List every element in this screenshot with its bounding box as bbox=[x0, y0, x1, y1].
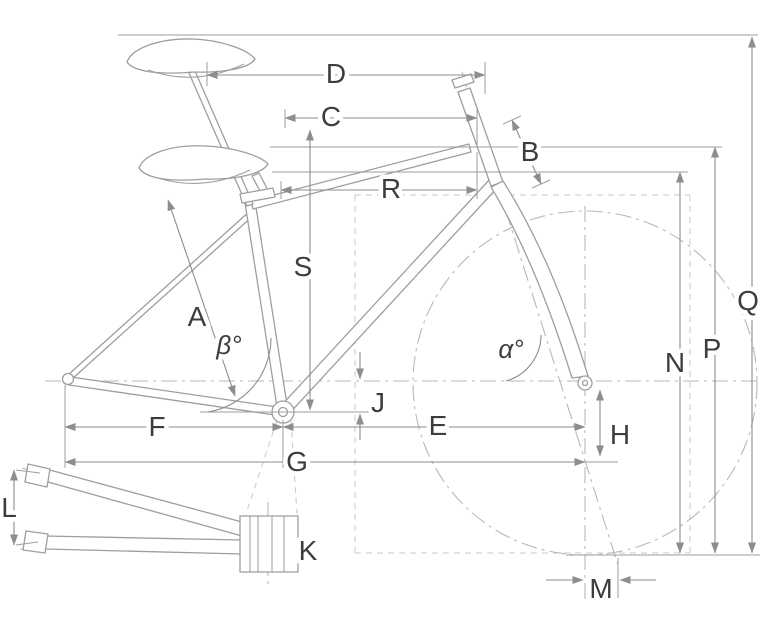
label-L: L bbox=[1, 492, 17, 523]
angle-alpha: α° bbox=[494, 330, 542, 382]
construction-dashed-lines bbox=[245, 194, 691, 554]
detail-chainstay-lower bbox=[43, 535, 243, 555]
head-tube bbox=[457, 87, 504, 187]
handlebar-rails bbox=[157, 169, 251, 184]
label-E: E bbox=[429, 410, 448, 441]
label-B: B bbox=[521, 136, 540, 167]
label-H: H bbox=[610, 419, 630, 450]
chainstay bbox=[68, 376, 285, 417]
dimension-C: C bbox=[284, 97, 478, 137]
dimension-H: H bbox=[596, 389, 635, 457]
detail-leader-left bbox=[245, 419, 278, 515]
dimension-J: J bbox=[356, 352, 390, 440]
bb-shell-block bbox=[239, 515, 299, 573]
dimension-S: S bbox=[289, 129, 317, 411]
dimension-P: P bbox=[698, 146, 726, 554]
label-C: C bbox=[321, 101, 341, 132]
alpha-arc bbox=[505, 334, 542, 382]
dimension-M: M bbox=[546, 569, 656, 609]
dimension-K: K bbox=[294, 531, 322, 571]
dimension-F: F bbox=[64, 407, 284, 447]
dimension-N: N bbox=[660, 171, 690, 554]
extension-lines bbox=[15, 34, 758, 598]
dim-l-top-tick bbox=[15, 469, 41, 474]
saddle bbox=[126, 38, 256, 74]
label-G: G bbox=[286, 446, 308, 477]
label-K: K bbox=[299, 535, 318, 566]
label-R: R bbox=[381, 173, 401, 204]
detail-dropout-upper bbox=[24, 463, 51, 488]
label-A: A bbox=[188, 301, 207, 332]
headset-top-cap bbox=[451, 73, 475, 89]
beta-arc bbox=[207, 337, 272, 413]
top-tube bbox=[250, 143, 472, 210]
chainstay-detail-view bbox=[22, 463, 299, 573]
detail-leader-right bbox=[290, 420, 298, 515]
angle-beta: β° bbox=[207, 326, 272, 413]
dim-b-line bbox=[511, 119, 542, 185]
dimension-R: R bbox=[280, 169, 478, 209]
label-Q: Q bbox=[737, 285, 759, 316]
handlebar-grip bbox=[138, 145, 269, 181]
label-alpha: α° bbox=[498, 334, 523, 364]
label-P: P bbox=[703, 333, 722, 364]
label-M: M bbox=[589, 573, 612, 604]
dimension-Q: Q bbox=[733, 36, 763, 554]
dim-a-line bbox=[167, 199, 236, 397]
centerlines bbox=[19, 71, 762, 600]
label-beta: β° bbox=[215, 330, 241, 360]
rear-dropout bbox=[61, 372, 75, 386]
detail-chainstay-upper bbox=[45, 468, 243, 537]
seatpost bbox=[188, 70, 254, 207]
dimension-L: L bbox=[0, 469, 21, 546]
dimension-B: B bbox=[511, 119, 544, 185]
seat-clamp bbox=[239, 187, 276, 204]
front-axle bbox=[581, 379, 589, 387]
dimension-A: A bbox=[167, 199, 236, 397]
label-F: F bbox=[148, 411, 165, 442]
label-S: S bbox=[294, 251, 313, 282]
dimension-G: G bbox=[64, 442, 586, 482]
dim-l-bottom-tick bbox=[15, 541, 39, 546]
dimension-E: E bbox=[282, 406, 586, 446]
saddle-rails bbox=[147, 63, 245, 78]
dimension-D: D bbox=[206, 54, 486, 94]
label-D: D bbox=[326, 58, 346, 89]
label-J: J bbox=[371, 387, 385, 418]
label-N: N bbox=[665, 347, 685, 378]
